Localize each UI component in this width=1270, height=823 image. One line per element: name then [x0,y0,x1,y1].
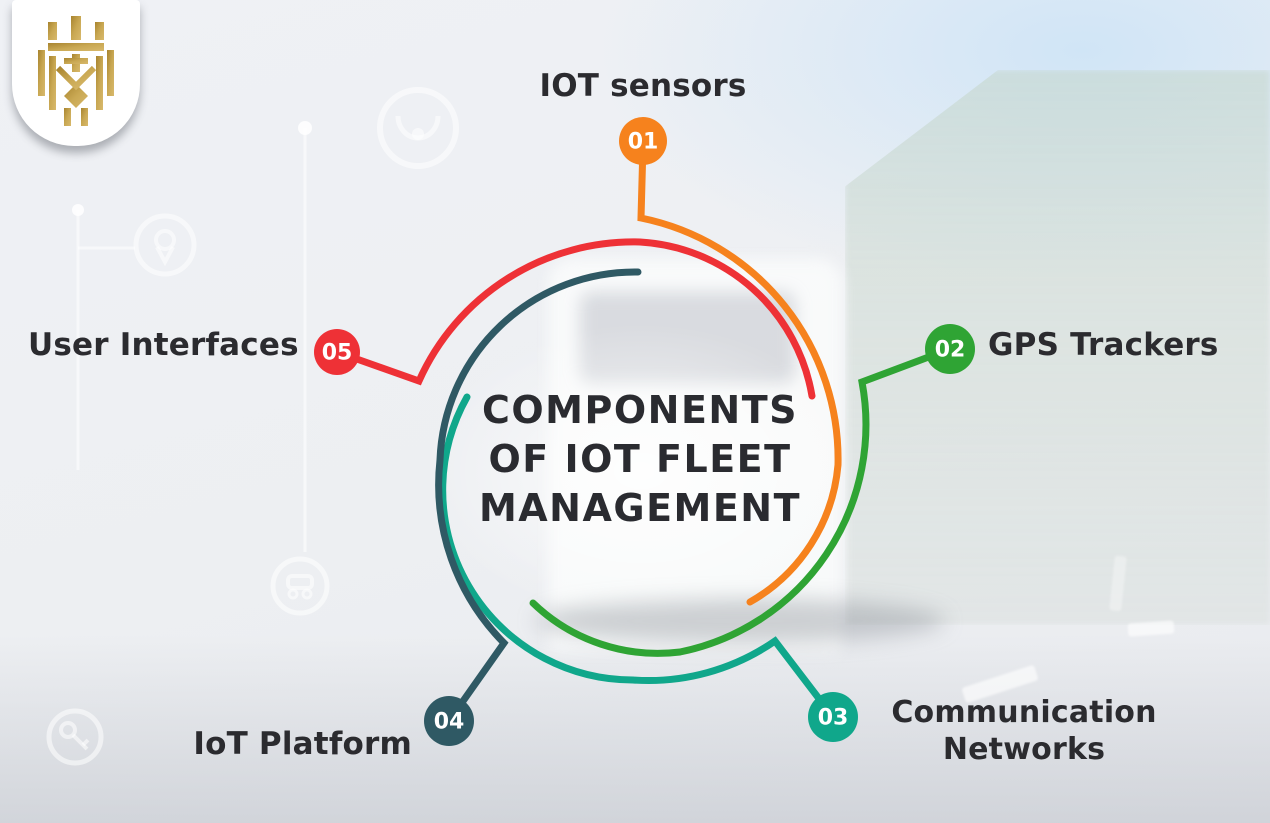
item-04-group: 04 [424,268,642,746]
bull-icon [377,87,459,169]
item-05-badge [314,329,360,375]
item-04-arc [435,268,642,725]
label-iot-sensors: IOT sensors [539,68,747,104]
label-gps-trackers: GPS Trackers [988,327,1219,363]
item-03-number: 03 [818,706,849,731]
item-02-number: 02 [935,338,966,363]
item-02-group: 02 [529,324,975,657]
item-03-badge [808,692,858,742]
item-04-number: 04 [434,710,465,735]
page-title: COMPONENTS OF IOT FLEET MANAGEMENT [440,386,840,533]
title-line-3: MANAGEMENT [478,486,802,530]
item-05-group: 05 [314,238,816,400]
brand-emblem-icon [38,16,114,126]
watermark-node-dot [72,204,84,216]
item-05-arc [333,238,816,400]
item-01-group: 01 [619,117,842,606]
label-user-interfaces: User Interfaces [28,327,299,363]
item-03-arc [439,393,837,721]
item-01-badge [619,117,667,165]
item-04-badge [424,696,474,746]
title-line-1: COMPONENTS [481,388,798,432]
label-communication-line1: Communication [891,695,1157,730]
title-line-2: OF IOT FLEET [488,437,792,481]
item-02-badge [925,324,975,374]
watermark-network [46,87,459,766]
label-iot-platform: IoT Platform [193,726,412,762]
item-02-arc [529,345,954,657]
label-communication-networks: Communication Networks [874,694,1174,768]
watermark-node-dot [298,121,312,135]
item-05-number: 05 [322,341,353,366]
key-icon [46,708,104,766]
item-01-arc [637,141,842,606]
car-icon [270,556,330,616]
location-pin-icon [133,213,197,277]
item-01-number: 01 [628,130,659,155]
brand-logo [12,0,140,146]
item-03-group: 03 [439,393,858,742]
label-communication-line2: Networks [942,732,1106,767]
